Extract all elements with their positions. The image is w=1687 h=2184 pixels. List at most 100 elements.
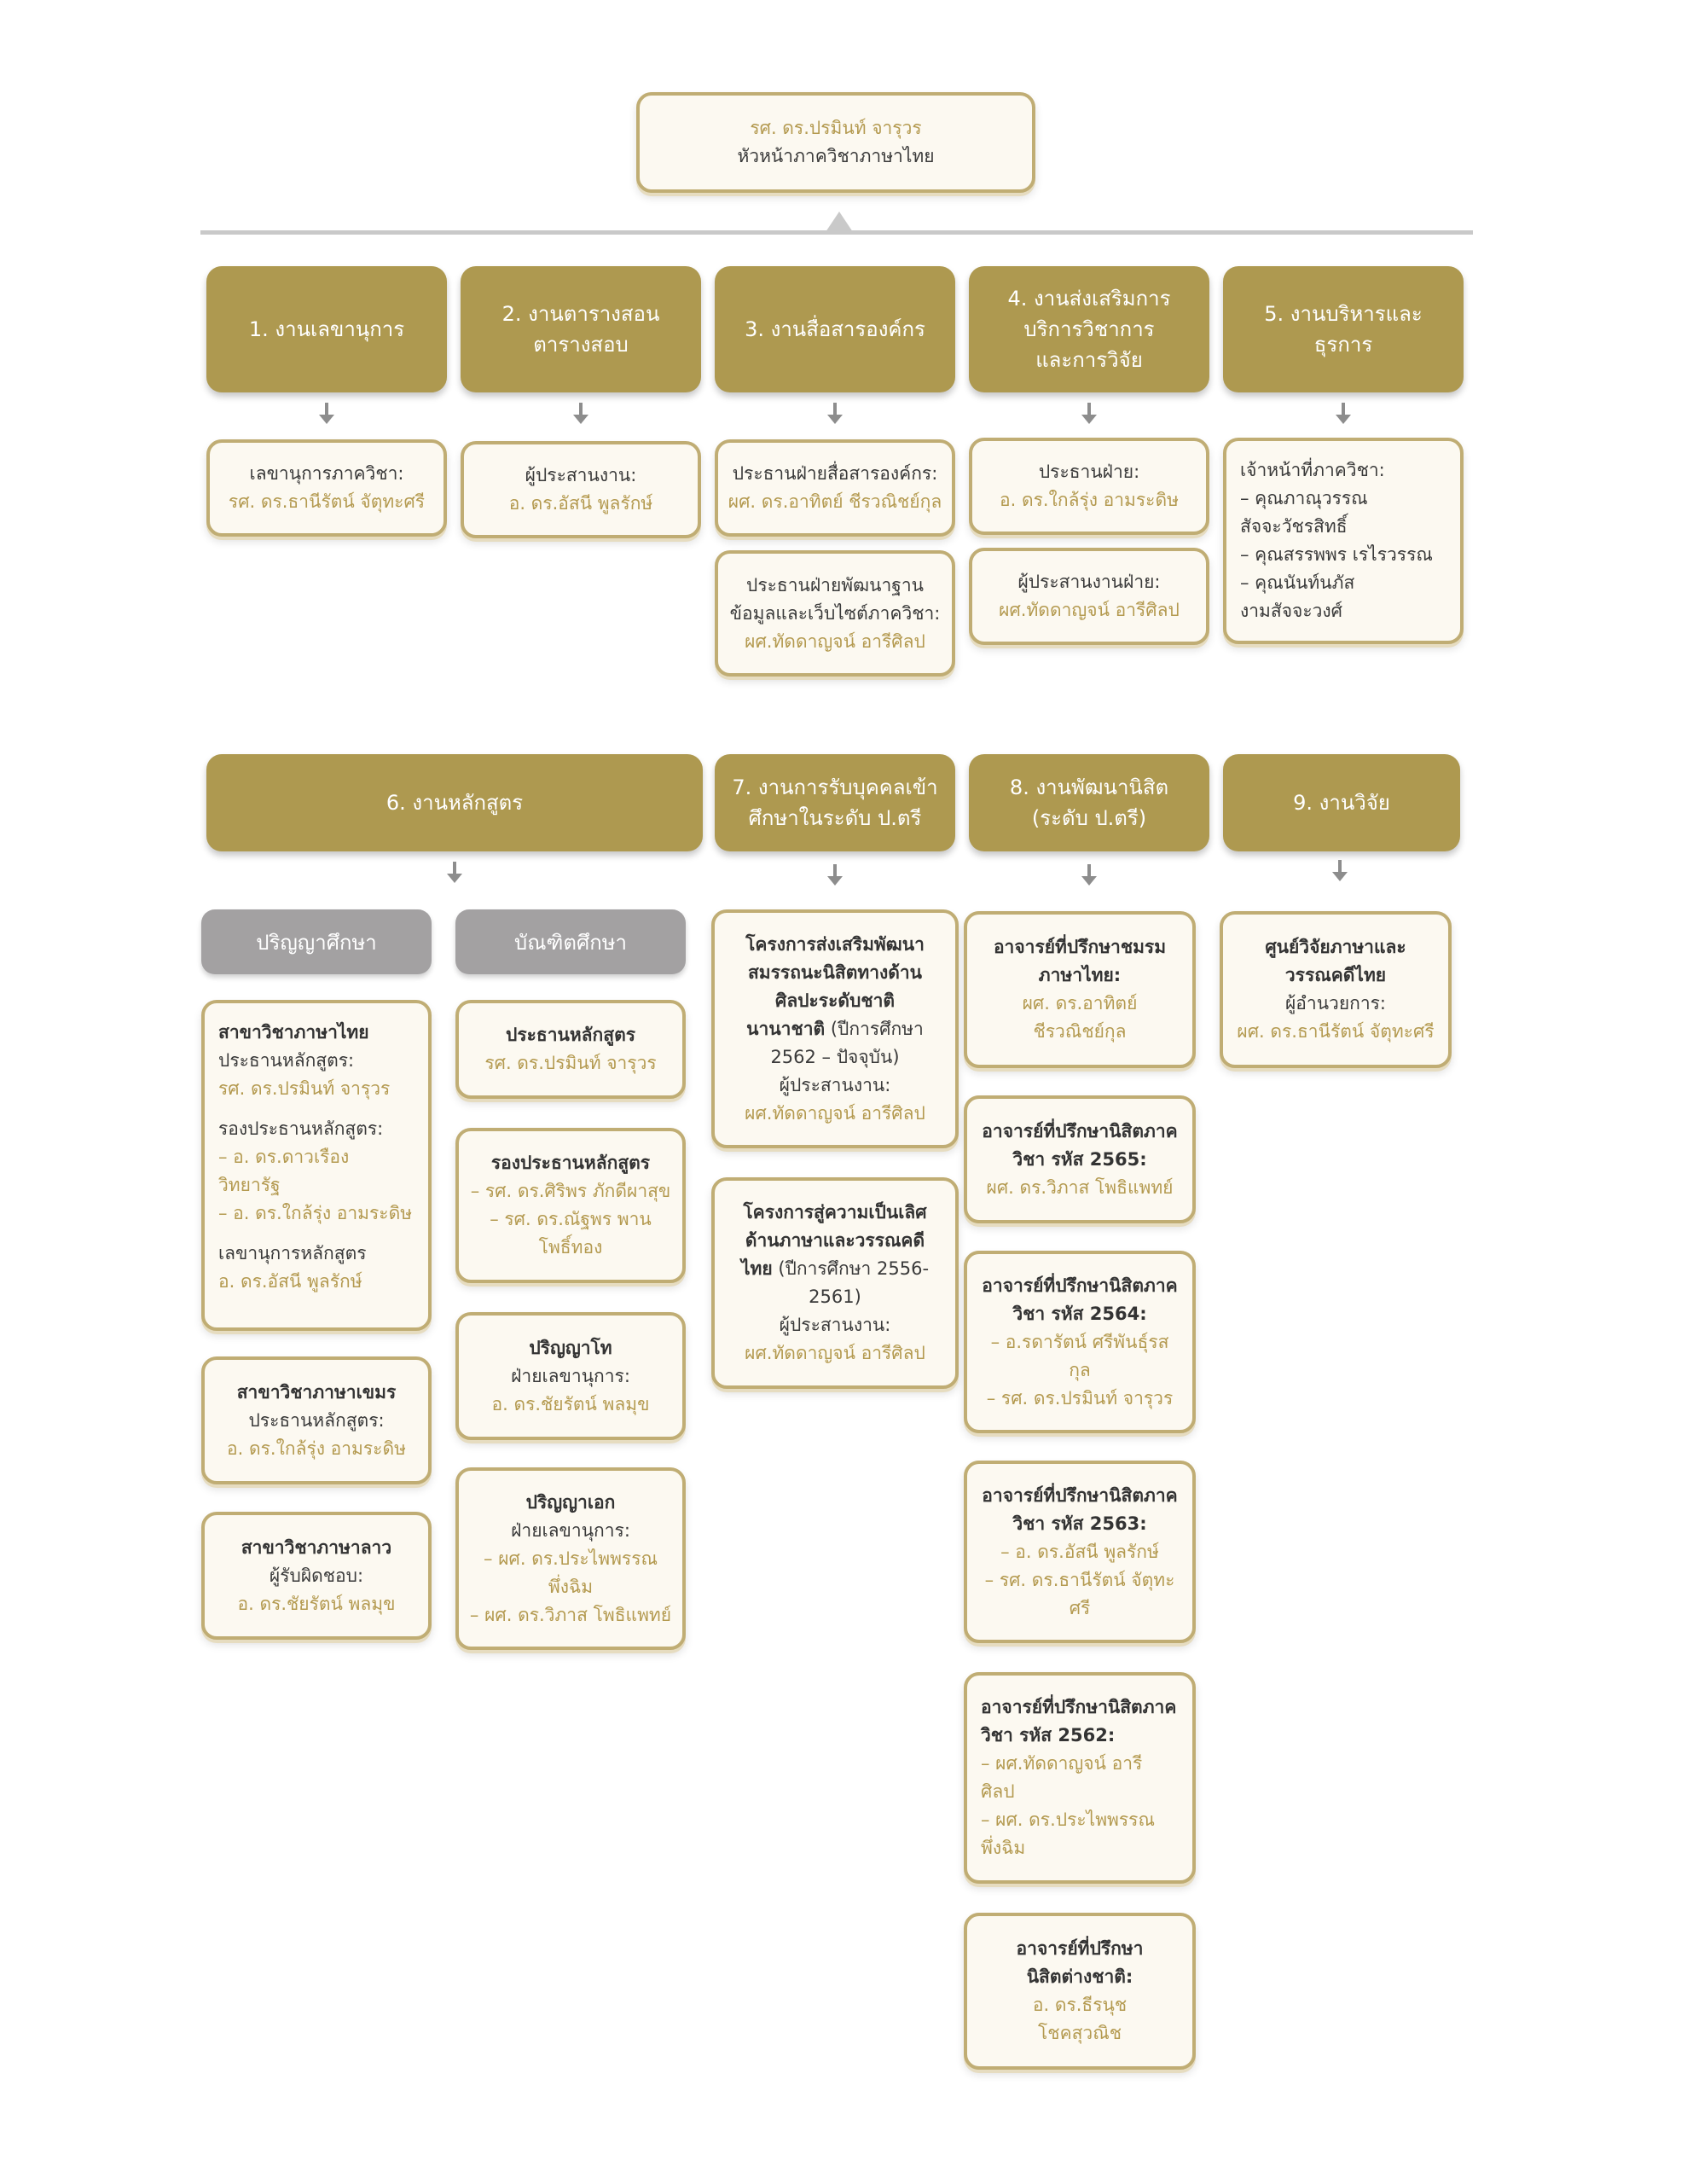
s8-2563-n1: – อ. ดร.อัสนี พูลรักษ์: [1000, 1541, 1159, 1562]
grad-vice-title: รองประธานหลักสูตร: [490, 1153, 651, 1173]
section-9-title: 9. งานวิจัย: [1293, 791, 1390, 815]
s9-center-t2: วรรณคดีไทย: [1284, 965, 1387, 985]
connector-caret: [826, 212, 853, 232]
s2-name: อ. ดร.อัสนี พูลรักษ์: [508, 493, 653, 514]
s3-label: ประธานฝ่ายสื่อสารองค์กร:: [732, 463, 938, 484]
lao-title: สาขาวิชาภาษาลาว: [241, 1536, 392, 1558]
s4-coord-name: ผศ.ทัดดาญจน์ อารีศิลป: [999, 600, 1180, 620]
s7-project-2-box: โครงการสู่ความเป็นเลิศ ด้านภาษาและวรรณคด…: [711, 1177, 959, 1389]
grad-chair-name: รศ. ดร.ปรมินท์ จารุวร: [484, 1053, 657, 1073]
grad-chair-box: ประธานหลักสูตร รศ. ดร.ปรมินท์ จารุวร: [455, 1000, 686, 1099]
master-title: ปริญญาโท: [529, 1337, 612, 1358]
s7-p1-coord: ผศ.ทัดดาญจน์ อารีศิลป: [745, 1102, 925, 1124]
head-role: หัวหน้าภาควิชาภาษาไทย: [737, 146, 935, 166]
section-4-title: 4. งานส่งเสริมการ บริการวิชาการ และการวิ…: [1007, 287, 1171, 372]
s8-2563-t1: อาจารย์ที่ปรึกษานิสิตภาค: [982, 1484, 1178, 1506]
phd-sec-label: ฝ่ายเลขานุการ:: [511, 1519, 630, 1541]
s3-web-name: ผศ.ทัดดาญจน์ อารีศิลป: [745, 630, 925, 652]
s8-club-t2: ภาษาไทย:: [1038, 965, 1122, 985]
s2-label: ผู้ประสานงาน:: [525, 465, 637, 485]
s8-2565-t2: วิชา รหัส 2565:: [1012, 1148, 1147, 1170]
s8-2564-n1b: กุล: [1069, 1359, 1091, 1380]
s5-staff-2: – คุณสรรพพร เรไรวรรณ: [1240, 544, 1433, 565]
s5-label: เจ้าหน้าที่ภาควิชา:: [1240, 460, 1385, 480]
phd-sec-1a: – ผศ. ดร.ประไพพรรณ: [484, 1548, 658, 1569]
s8-foreign-t1: อาจารย์ที่ปรึกษา: [1016, 1938, 1144, 1959]
thai-sec-label: เลขานุการหลักสูตร: [218, 1243, 367, 1263]
s9-center-t1: ศูนย์วิจัยภาษาและ: [1265, 937, 1406, 957]
s7-project-1-box: โครงการส่งเสริมพัฒนา สมรรถนะนิสิตทางด้าน…: [711, 909, 959, 1148]
arrow-down-icon: [1335, 403, 1352, 425]
section-6-title: 6. งานหลักสูตร: [386, 791, 524, 815]
s8-foreign-n2: โชคสุวณิช: [1038, 2023, 1122, 2043]
s8-2562-n1b: ศิลป: [981, 1781, 1015, 1802]
tab-graduate-label: บัณฑิตศึกษา: [513, 930, 628, 955]
arrow-down-icon: [1081, 864, 1098, 886]
s4-coordinator-box: ผู้ประสานงานฝ่าย: ผศ.ทัดดาญจน์ อารีศิลป: [969, 548, 1209, 645]
s8-foreign-box: อาจารย์ที่ปรึกษา นิสิตต่างชาติ: อ. ดร.ธี…: [964, 1913, 1196, 2070]
section-9-header: 9. งานวิจัย: [1223, 754, 1460, 851]
grad-vice-2b: โพธิ์ทอง: [538, 1237, 603, 1258]
thai-title: สาขาวิชาภาษาไทย: [218, 1022, 369, 1043]
s8-2564-n1a: – อ.รดารัตน์ ศรีพันธุ์รส: [990, 1331, 1169, 1352]
s9-dir-label: ผู้อำนวยการ:: [1284, 993, 1387, 1014]
section-8-header: 8. งานพัฒนานิสิต (ระดับ ป.ตรี): [969, 754, 1209, 851]
s7-p2-t3: ไทย: [740, 1258, 773, 1279]
s8-club-box: อาจารย์ที่ปรึกษาชมรม ภาษาไทย: ผศ. ดร.อาท…: [964, 911, 1196, 1068]
phd-box: ปริญญาเอก ฝ่ายเลขานุการ: – ผศ. ดร.ประไพพ…: [455, 1467, 686, 1650]
s8-foreign-n1: อ. ดร.ธีรนุช: [1032, 1995, 1128, 2015]
khmer-program-box: สาขาวิชาภาษาเขมร ประธานหลักสูตร: อ. ดร.ใ…: [201, 1356, 432, 1484]
section-3-title: 3. งานสื่อสารองค์กร: [745, 317, 925, 341]
s8-2563-t2: วิชา รหัส 2563:: [1012, 1513, 1147, 1534]
s8-2562-n1a: – ผศ.ทัดดาญจน์ อารี: [981, 1753, 1143, 1774]
s7-p1-coord-label: ผู้ประสานงาน:: [779, 1074, 891, 1095]
s9-center-box: ศูนย์วิจัยภาษาและ วรรณคดีไทย ผู้อำนวยการ…: [1220, 911, 1452, 1068]
s5-staff-1a: – คุณภาณุวรรณ: [1240, 488, 1368, 508]
section-7-title: 7. งานการรับบุคคลเข้า ศึกษาในระดับ ป.ตรี: [732, 775, 938, 830]
thai-sec: อ. ดร.อัสนี พูลรักษ์: [218, 1271, 362, 1292]
section-4-header: 4. งานส่งเสริมการ บริการวิชาการ และการวิ…: [969, 266, 1209, 392]
connector-line: [200, 230, 1473, 235]
khmer-chair-label: ประธานหลักสูตร:: [248, 1409, 385, 1431]
section-1-title: 1. งานเลขานุการ: [248, 317, 405, 341]
s4-chair-box: ประธานฝ่าย: อ. ดร.ใกล้รุ่ง อามระดิษ: [969, 438, 1209, 535]
thai-chair: รศ. ดร.ปรมินท์ จารุวร: [218, 1078, 391, 1099]
s5-staff-3b: งามสัจจะวงศ์: [1240, 601, 1342, 621]
section-7-header: 7. งานการรับบุคคลเข้า ศึกษาในระดับ ป.ตรี: [715, 754, 955, 851]
section-3-header: 3. งานสื่อสารองค์กร: [715, 266, 955, 392]
section-5-title: 5. งานบริหารและ ธุรการ: [1264, 302, 1423, 357]
s5-staff-box: เจ้าหน้าที่ภาควิชา: – คุณภาณุวรรณ สัจจะว…: [1223, 438, 1464, 644]
lao-resp: อ. ดร.ชัยรัตน์ พลมุข: [237, 1593, 396, 1614]
s1-name: รศ. ดร.ธานีรัตน์ จัตุทะศรี: [228, 491, 426, 512]
s7-p1-t4: นานาชาติ: [746, 1018, 826, 1039]
s1-label: เลขานุการภาควิชา:: [249, 463, 404, 484]
s9-dir: ผศ. ดร.ธานีรัตน์ จัตุทะศรี: [1237, 1021, 1435, 1042]
s8-2562-n2b: พึ่งฉิม: [981, 1838, 1026, 1858]
s7-p2-t2: ด้านภาษาและวรรณคดี: [745, 1230, 925, 1251]
s8-2563-n2a: – รศ. ดร.ธานีรัตน์ จัตุทะ: [984, 1569, 1175, 1590]
arrow-down-icon: [572, 403, 589, 425]
lao-resp-label: ผู้รับผิดชอบ:: [269, 1565, 364, 1586]
arrow-down-icon: [826, 864, 844, 886]
s7-p1-t5: 2562 – ปัจจุบัน): [770, 1046, 900, 1067]
tab-bachelor: ปริญญาศึกษา: [201, 909, 432, 974]
arrow-down-icon: [826, 403, 844, 425]
s4-coord-label: ผู้ประสานงานฝ่าย:: [1017, 572, 1161, 592]
arrow-down-icon: [1331, 860, 1348, 882]
s8-2562-t1: อาจารย์ที่ปรึกษานิสิตภาค: [981, 1697, 1177, 1717]
grad-vice-2a: – รศ. ดร.ณัฐพร พาน: [490, 1209, 652, 1229]
s5-staff-3a: – คุณนันท์นภัส: [1240, 572, 1355, 593]
s8-2564-t1: อาจารย์ที่ปรึกษานิสิตภาค: [982, 1275, 1178, 1296]
thai-vice-2: – อ. ดร.ใกล้รุ่ง อามระดิษ: [218, 1203, 413, 1223]
s3-web-label2: ข้อมูลและเว็บไซต์ภาควิชา:: [729, 602, 941, 624]
section-6-header: 6. งานหลักสูตร: [206, 754, 703, 851]
s7-p1-t1: โครงการส่งเสริมพัฒนา: [745, 933, 925, 955]
master-sec: อ. ดร.ชัยรัตน์ พลมุข: [491, 1393, 650, 1414]
s7-p2-t1: โครงการสู่ความเป็นเลิศ: [743, 1202, 927, 1223]
grad-vice-1: – รศ. ดร.ศิริพร ภักดีผาสุข: [470, 1181, 671, 1201]
section-2-title: 2. งานตารางสอน ตารางสอบ: [501, 302, 660, 357]
s8-foreign-t2: นิสิตต่างชาติ:: [1026, 1966, 1133, 1987]
grad-vice-box: รองประธานหลักสูตร – รศ. ดร.ศิริพร ภักดีผ…: [455, 1128, 686, 1283]
lao-program-box: สาขาวิชาภาษาลาว ผู้รับผิดชอบ: อ. ดร.ชัยร…: [201, 1512, 432, 1640]
s7-p1-t4b: (ปีการศึกษา: [825, 1018, 924, 1039]
